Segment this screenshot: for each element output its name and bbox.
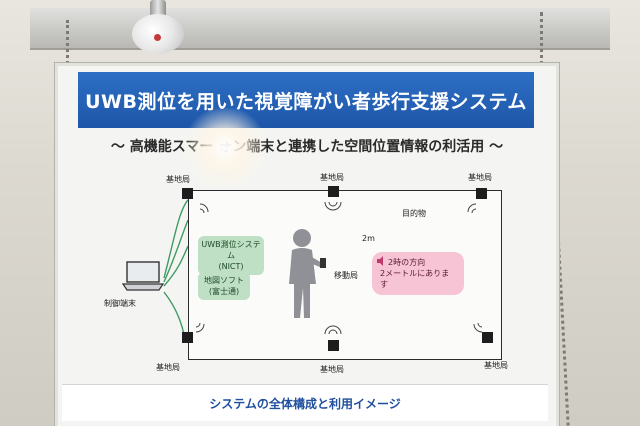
map-software-box: 地図ソフト (富士通) — [198, 272, 250, 300]
speaker-icon — [377, 256, 383, 266]
light-glare — [180, 108, 270, 188]
line-to-room-2 — [163, 245, 189, 287]
station-label-tl: 基地局 — [166, 175, 190, 184]
line-to-station-tl — [163, 199, 189, 279]
voice-guidance-bubble: 2時の方向 2メートルにあります — [372, 252, 464, 295]
base-station-tr — [476, 188, 487, 199]
uwb-box-line1: UWB測位システム — [201, 240, 261, 260]
signal-waves-icon — [195, 322, 205, 333]
hanging-chain-right-top — [540, 12, 543, 72]
station-label-tr: 基地局 — [468, 173, 492, 182]
map-box-line2: (富士通) — [208, 287, 240, 296]
map-box-line1: 地図ソフト — [204, 276, 244, 285]
line-to-room-1 — [163, 219, 189, 283]
station-label-bc: 基地局 — [320, 365, 344, 374]
hanging-chain-left — [66, 20, 69, 100]
uwb-box-line2: (NICT) — [218, 262, 244, 271]
speech-line2: 2メートルにあります — [380, 269, 450, 289]
sign-subtitle: ～ 高機能スマー ォン端末と連携した空間位置情報の利活用 ～ — [110, 139, 504, 155]
signal-waves-icon — [324, 325, 342, 335]
person-silhouette-icon — [289, 229, 326, 318]
station-label-bl: 基地局 — [156, 363, 180, 372]
signal-waves-icon — [199, 203, 209, 214]
title-bar: UWB測位を用いた視覚障がい者歩行支援システム — [78, 72, 534, 128]
station-label-tc: 基地局 — [320, 173, 344, 182]
uwb-system-box: UWB測位システム (NICT) — [198, 236, 264, 275]
base-station-tl — [182, 188, 193, 199]
signal-waves-icon — [324, 201, 342, 211]
ceiling-mount — [132, 0, 184, 56]
base-station-tc — [328, 186, 339, 197]
base-station-bc — [328, 340, 339, 351]
distance-label: 2m — [362, 234, 375, 243]
display-rail — [30, 8, 610, 50]
base-station-br — [482, 332, 493, 343]
speech-line1: 2時の方向 — [388, 258, 426, 267]
station-label-br: 基地局 — [484, 361, 508, 370]
laptop-icon — [122, 261, 164, 291]
mobile-station-label: 移動局 — [334, 271, 358, 280]
caption-strip: システムの全体構成と利用イメージ — [62, 384, 548, 421]
control-terminal-label: 制御端末 — [104, 299, 136, 308]
target-label: 目的物 — [402, 209, 426, 218]
signal-waves-icon — [473, 322, 483, 333]
mount-light — [154, 34, 161, 41]
sign-title: UWB測位を用いた視覚障がい者歩行支援システム — [85, 90, 527, 113]
base-station-bl — [182, 332, 193, 343]
system-diagram: 基地局 基地局 基地局 基地局 基地局 基地局 — [64, 160, 544, 378]
sign-caption: システムの全体構成と利用イメージ — [209, 397, 401, 411]
signal-waves-icon — [467, 203, 477, 214]
